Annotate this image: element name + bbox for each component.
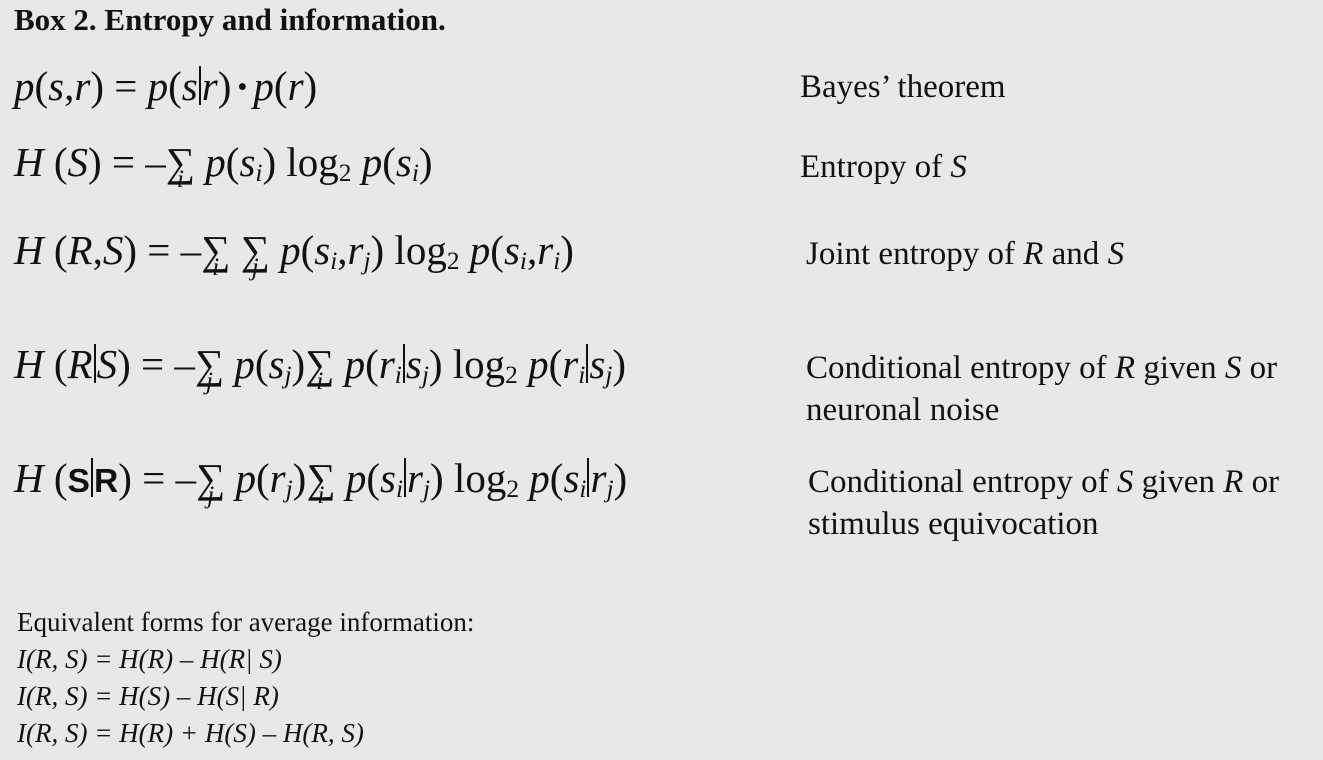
form-line: I(R, S) = H(R) + H(S) – H(R, S): [17, 718, 364, 748]
label-noise: Conditional entropy of R given S or neur…: [806, 350, 1278, 428]
equation-entropy: H (S) = –∑i p(si) log2 p(si): [14, 139, 433, 193]
form-line: I(R, S) = H(R) – H(R| S): [17, 644, 282, 674]
forms-heading: Equivalent forms for average information…: [17, 607, 475, 637]
label-equivocation: Conditional entropy of S given R or stim…: [808, 464, 1280, 542]
form-line: I(R, S) = H(S) – H(S| R): [17, 681, 279, 711]
label-bayes: Bayes’ theorem: [800, 69, 1006, 105]
label-joint-entropy: Joint entropy of R and S: [806, 236, 1125, 272]
equation-joint-entropy: H (R,S) = –∑i ∑j p(si,rj) log2 p(si,ri): [14, 227, 574, 281]
label-entropy: Entropy of S: [800, 149, 967, 185]
box-title: Box 2. Entropy and information.: [14, 2, 446, 37]
equivalent-forms: Equivalent forms for average information…: [17, 604, 474, 752]
equation-bayes: p(s,r) = p(sr)•p(r): [14, 63, 318, 109]
equation-noise: H (RS) = –∑j p(sj)∑i p(risj) log2 p(risj…: [14, 341, 626, 395]
